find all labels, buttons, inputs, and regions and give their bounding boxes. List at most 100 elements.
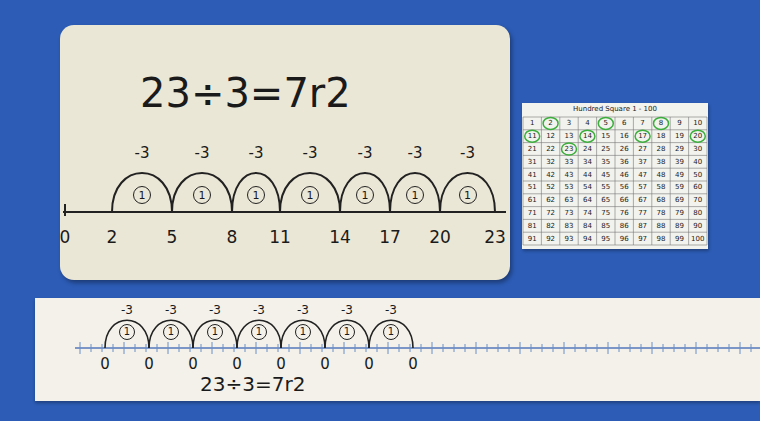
grid-line: [523, 117, 524, 245]
grid-number: 49: [675, 171, 684, 178]
green-circle: [635, 130, 650, 142]
ruler-tick: [652, 342, 653, 354]
grid-number: 22: [546, 146, 555, 153]
grid-number: 61: [528, 197, 537, 204]
circled-count: 1: [295, 324, 311, 340]
circled-count: 1: [251, 324, 267, 340]
grid-number: 89: [675, 222, 684, 229]
ruler-tick: [190, 344, 191, 352]
green-circle: [543, 117, 558, 129]
ruler-tick: [300, 342, 301, 354]
grid-number: 17: [638, 133, 647, 140]
grid-number: 94: [583, 235, 592, 242]
jump-arc: [369, 320, 413, 348]
jump-arc: [105, 320, 149, 348]
grid-number: 65: [601, 197, 610, 204]
grid-number: 68: [657, 197, 666, 204]
grid-number: 69: [675, 197, 684, 204]
grid-number: 80: [693, 210, 702, 217]
grid-number: 96: [620, 235, 629, 242]
count-digit: 1: [253, 190, 260, 201]
grid-number: 50: [693, 171, 702, 178]
grid-number: 35: [601, 158, 610, 165]
grid-number: 82: [546, 222, 555, 229]
grid-line: [578, 117, 579, 245]
circled-count: 1: [406, 186, 424, 204]
circled-count: 1: [383, 324, 399, 340]
count-digit: 1: [412, 190, 419, 201]
grid-number: 55: [601, 184, 610, 191]
grid-number: 97: [638, 235, 647, 242]
whiteboard: 23÷3=7r21111111-3-3-3-3-3-3-302581114172…: [60, 25, 510, 280]
grid-number: 14: [583, 133, 592, 140]
grid-number: 23: [565, 146, 574, 153]
grid-number: 20: [693, 133, 702, 140]
grid-number: 92: [546, 235, 555, 242]
card-title: Hundred Square 1 - 100: [573, 106, 657, 113]
tick-number: 0: [60, 229, 71, 246]
ruler-tick: [685, 344, 686, 352]
ruler-tick: [443, 344, 444, 352]
jump-label: -3: [341, 304, 353, 316]
grid-number: 32: [546, 158, 555, 165]
jump-label: -3: [253, 304, 265, 316]
grid-number: 46: [620, 171, 629, 178]
grid-number: 7: [640, 120, 644, 127]
grid-number: 87: [638, 222, 647, 229]
count-digit: 1: [212, 327, 218, 337]
ruler-tick: [597, 344, 598, 352]
ruler-tick: [80, 342, 81, 354]
grid-number: 75: [601, 210, 610, 217]
count-digit: 1: [388, 327, 394, 337]
grid-number: 70: [693, 197, 702, 204]
jump-label: -3: [408, 146, 423, 161]
grid-number: 53: [565, 184, 574, 191]
ruler-tick: [663, 344, 664, 352]
grid-number: 51: [528, 184, 537, 191]
grid-number: 88: [657, 222, 666, 229]
ruler-tick: [608, 342, 609, 354]
ruler-tick: [179, 344, 180, 352]
grid-line: [615, 117, 616, 245]
jump-arc: [440, 173, 495, 212]
grid-number: 47: [638, 171, 647, 178]
count-digit: 1: [344, 327, 350, 337]
ruler-tick: [718, 344, 719, 352]
jump-label: -3: [297, 304, 309, 316]
grid-number: 78: [657, 210, 666, 217]
ruler-tick: [113, 344, 114, 352]
jump-label: -3: [303, 146, 318, 161]
grid-number: 10: [693, 120, 702, 127]
ruler-tick: [553, 344, 554, 352]
ruler-tick: [410, 344, 411, 352]
grid-number: 58: [657, 184, 666, 191]
count-digit: 1: [124, 327, 130, 337]
count-digit: 1: [464, 190, 471, 201]
circled-count: 1: [301, 186, 319, 204]
green-circle: [598, 117, 613, 129]
green-circle: [562, 143, 577, 155]
jump-arc: [149, 320, 193, 348]
grid-number: 45: [601, 171, 610, 178]
grid-number: 29: [675, 146, 684, 153]
ruler-tick: [267, 344, 268, 352]
ruler-tick: [542, 344, 543, 352]
ruler-tick: [399, 344, 400, 352]
grid-number: 39: [675, 158, 684, 165]
grid-line: [559, 117, 560, 245]
ruler-tick: [707, 344, 708, 352]
grid-number: 2: [548, 120, 552, 127]
grid-number: 40: [693, 158, 702, 165]
jump-arc: [172, 173, 232, 212]
grid-number: 27: [638, 146, 647, 153]
grid-number: 9: [677, 120, 681, 127]
grid-number: 79: [675, 210, 684, 217]
ruler-tick: [124, 342, 125, 354]
ruler-tick: [278, 344, 279, 352]
grid-number: 38: [657, 158, 666, 165]
jump-arc: [390, 173, 440, 212]
grid-line: [541, 117, 542, 245]
tick: [64, 204, 66, 216]
count-digit: 1: [256, 327, 262, 337]
